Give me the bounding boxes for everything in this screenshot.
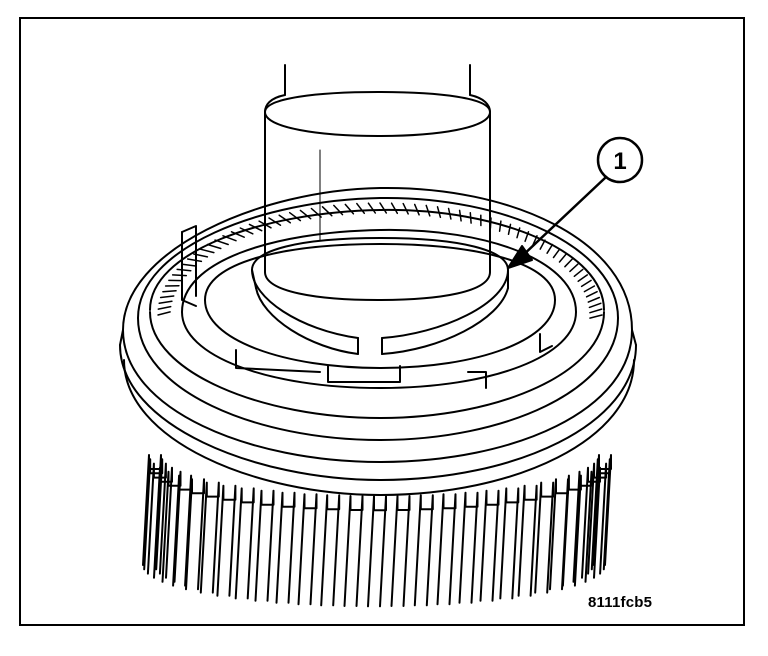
gear-teeth (142, 454, 612, 608)
sync-tooth (176, 268, 192, 272)
sync-tooth (390, 202, 399, 215)
sync-tooth (278, 214, 292, 224)
sync-tooth (583, 285, 596, 293)
sync-tooth (299, 209, 312, 220)
sync-tooth (186, 258, 203, 263)
gear-tooth (436, 493, 457, 606)
sync-tooth (230, 231, 245, 238)
sync-tooth (268, 217, 282, 226)
gear-tooth (572, 470, 593, 583)
sync-tooth (516, 227, 521, 239)
gear-tooth (254, 489, 275, 602)
gear-tooth (458, 491, 479, 604)
sync-tooth (288, 211, 302, 222)
gear-tooth (216, 484, 237, 597)
sync-tooth (558, 253, 567, 263)
output-shaft (264, 64, 491, 301)
figure-frame (19, 17, 745, 626)
sync-tooth (333, 204, 344, 216)
sync-tooth (546, 243, 554, 254)
snap-ring (251, 237, 509, 355)
gear-tooth (390, 495, 411, 607)
gear-tooth (275, 491, 296, 604)
sync-tooth (573, 268, 584, 278)
gear-tooth (234, 487, 255, 600)
sync-tooth (367, 202, 377, 214)
gear-tooth (534, 481, 555, 594)
sync-tooth (181, 263, 197, 267)
sync-tooth (589, 308, 603, 314)
sync-tooth (539, 239, 546, 250)
sync-tooth (162, 290, 177, 293)
gear-tooth (592, 454, 612, 566)
sync-tooth (379, 202, 388, 214)
sync-tooth (447, 207, 452, 220)
sync-tooth (589, 314, 603, 319)
figure-id: 8111fcb5 (588, 594, 653, 611)
callout-1 (507, 136, 644, 269)
sync-tooth (588, 302, 602, 309)
sync-tooth (214, 239, 229, 246)
gear-tooth (185, 478, 205, 591)
gear-tooth (499, 487, 520, 600)
sync-tooth (222, 235, 237, 242)
sync-tooth (157, 305, 172, 310)
gear-tooth (561, 474, 582, 587)
sync-tooth (469, 211, 472, 224)
sync-tooth (248, 223, 263, 232)
gear-tooth (297, 493, 318, 606)
sync-tooth (585, 290, 598, 298)
sync-tooth (587, 296, 601, 303)
sync-tooth (171, 274, 188, 277)
sync-tooth (507, 223, 512, 236)
gear-tooth (199, 481, 220, 594)
gear-tooth (343, 495, 364, 607)
sync-tooth (436, 206, 442, 219)
sync-tooth (425, 204, 431, 217)
synchronizer-sleeve (119, 186, 637, 496)
sync-tooth (310, 207, 322, 218)
sync-tooth (577, 274, 589, 283)
sync-tooth (239, 227, 254, 235)
sync-tooth (356, 202, 366, 215)
callout-number: 1 (613, 148, 626, 175)
sync-tooth (159, 295, 175, 299)
gear-tooth (413, 494, 434, 607)
gear-tooth (320, 494, 341, 607)
sync-tooth (569, 263, 579, 273)
gear-tooth (517, 484, 538, 597)
sync-tooth (413, 203, 420, 216)
sync-tooth (344, 203, 355, 215)
sync-tooth (564, 258, 574, 268)
sync-tooth (498, 220, 502, 232)
sync-tooth (552, 248, 561, 259)
sync-tooth (206, 243, 222, 250)
gear-tooth (587, 462, 608, 575)
sync-tooth (580, 279, 592, 288)
sync-tooth (199, 248, 215, 254)
sync-tooth (402, 202, 409, 215)
sync-tooth (524, 231, 530, 243)
sync-tooth (458, 209, 462, 222)
sync-tooth (158, 300, 173, 305)
gear-tooth (479, 489, 500, 602)
sync-tooth (157, 311, 171, 316)
sync-tooth (321, 206, 333, 217)
hub (181, 225, 577, 389)
gear-tooth (367, 495, 387, 608)
